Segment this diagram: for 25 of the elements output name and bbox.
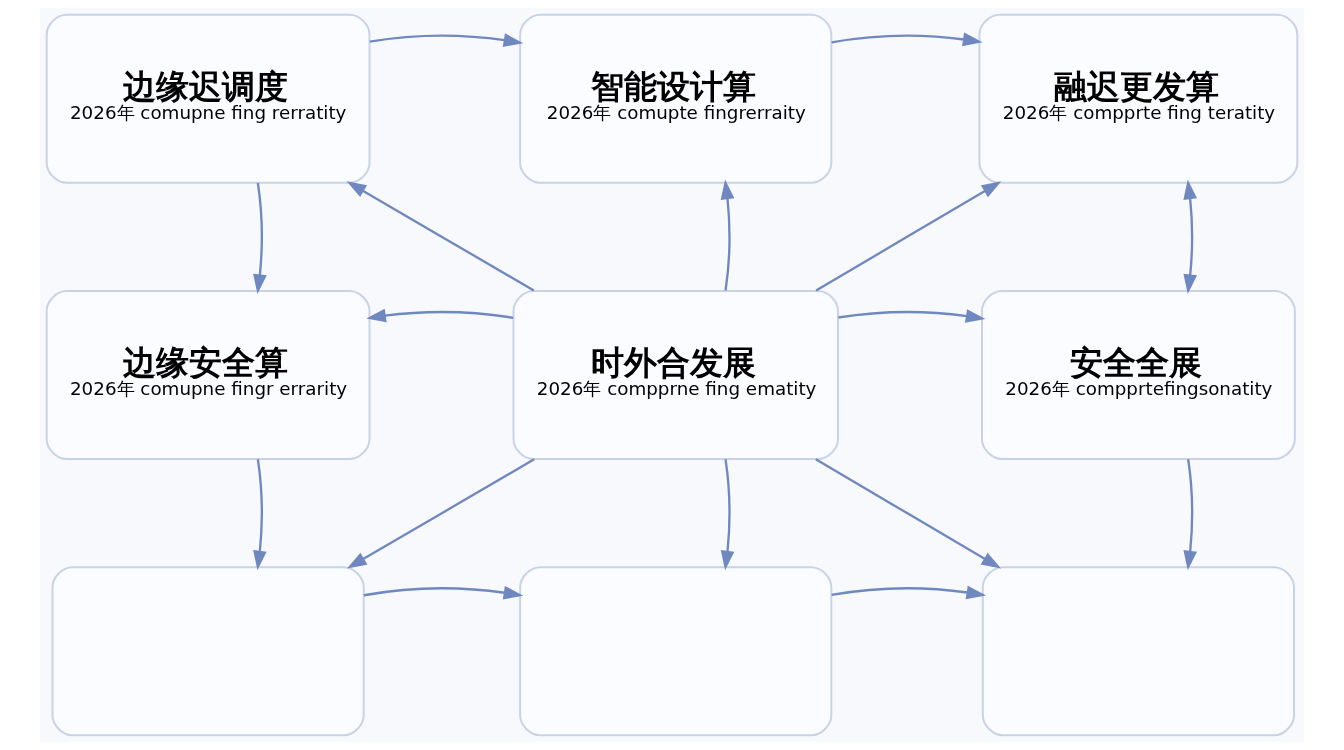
arrow bbox=[253, 459, 267, 571]
arrow bbox=[838, 309, 986, 323]
arrow bbox=[1183, 459, 1198, 571]
arrow bbox=[253, 182, 267, 295]
arrow bbox=[815, 181, 1002, 292]
node-box: 时外合发展 2026年 compprne fing ematity bbox=[512, 289, 839, 461]
node-box: 融迟更发算 2026年 compprte fing teratity bbox=[978, 13, 1299, 184]
node-box: 智能设计算 2026年 comupte fingrerraity bbox=[519, 13, 833, 184]
arrow bbox=[363, 585, 524, 600]
arrow bbox=[831, 32, 983, 47]
arrow bbox=[1183, 179, 1198, 295]
arrow bbox=[366, 308, 514, 323]
node-box: 边缘迟调度 2026年 comupne fing rerratity bbox=[45, 13, 371, 184]
node-box bbox=[51, 566, 365, 737]
arrow bbox=[720, 179, 735, 291]
arrow bbox=[369, 33, 524, 47]
arrow bbox=[346, 181, 535, 292]
arrow bbox=[720, 459, 735, 571]
node-box bbox=[519, 566, 833, 737]
node-box: 安全全展 2026年 compprtefingsonatity bbox=[980, 289, 1296, 461]
arrow bbox=[815, 458, 1002, 569]
node-box: 边缘安全算 2026年 comupne fingr errarity bbox=[45, 289, 371, 461]
arrow bbox=[346, 458, 535, 569]
node-box bbox=[981, 566, 1295, 737]
arrow bbox=[831, 585, 987, 600]
